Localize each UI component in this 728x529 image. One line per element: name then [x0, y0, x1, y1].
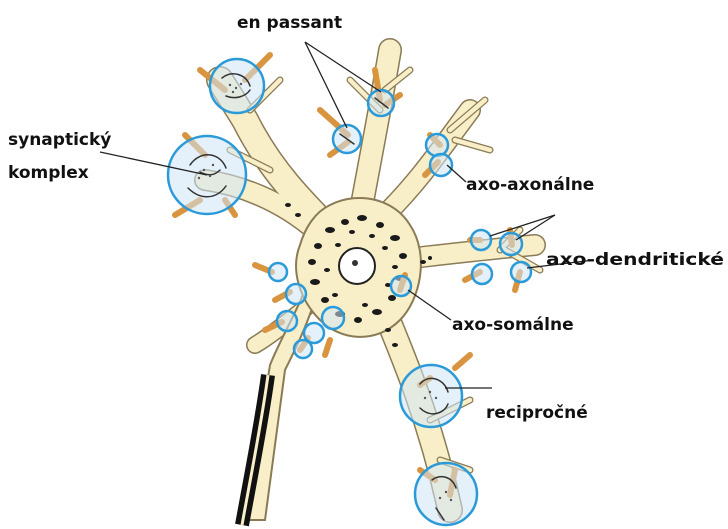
synapse-left-2	[286, 284, 306, 304]
label-axo-axonal: axo-axonálne	[466, 175, 594, 195]
synapse-top-left	[210, 59, 264, 113]
nucleus	[339, 248, 375, 284]
label-reciprocal: recipročné	[486, 403, 588, 423]
synapse-axo-somatic	[391, 276, 411, 296]
label-en-passant: en passant	[237, 13, 342, 33]
synapse-axo-axonal-2	[430, 154, 452, 176]
leader-axo-somatic	[408, 290, 451, 320]
label-synaptic-complex-2: komplex	[8, 163, 89, 183]
synapse-axo-dendritic-4	[511, 262, 531, 282]
synapse-axo-axonal-1	[426, 134, 448, 156]
nucleolus	[352, 260, 358, 266]
label-axo-somatic: axo-somálne	[452, 315, 574, 335]
synapse-axo-dendritic-1	[471, 230, 491, 250]
synapse-bottom	[415, 463, 477, 525]
synapse-left-4	[322, 307, 344, 329]
leader-axo-axonal	[447, 165, 466, 182]
label-axo-dendritic: axo-dendritické	[546, 250, 724, 270]
synapse-left-1	[269, 263, 287, 281]
label-synaptic-complex-1: synaptický	[8, 130, 111, 150]
synapse-left-6	[294, 340, 312, 358]
synapse-reciprocal	[400, 365, 462, 427]
synapse-axo-dendritic-3	[472, 264, 492, 284]
synapse-left-3	[277, 311, 297, 331]
neuron	[205, 50, 540, 525]
leader-en-passant-2	[305, 42, 381, 92]
leader-axo-dendritic-1	[490, 215, 555, 236]
synapse-axo-dendritic-2	[500, 233, 522, 255]
